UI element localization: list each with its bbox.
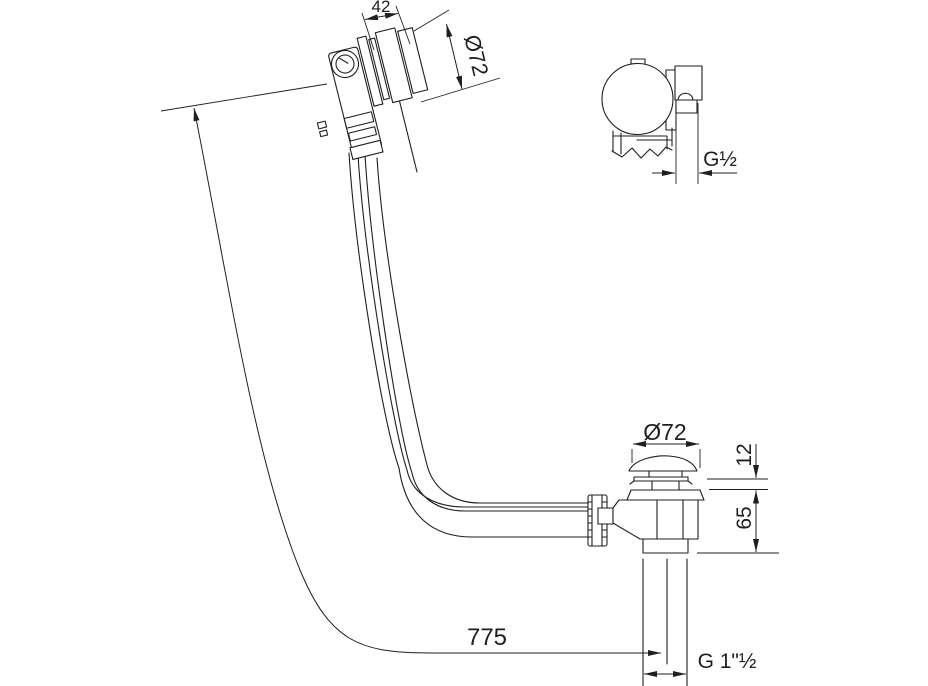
dimension-plug-diameter: Ø72: [631, 419, 701, 468]
waste-outlet-block: [642, 538, 689, 554]
drain-body: [587, 455, 705, 686]
mount-tab: [316, 120, 328, 130]
plug-cap: [628, 455, 698, 472]
dim-label-waste-height: 65: [733, 506, 756, 529]
dim-label-head-diameter: Ø72: [459, 32, 493, 78]
outlet-neck: [675, 99, 698, 114]
head-flange: [374, 27, 413, 104]
dim-label-overflow-thread: G½: [703, 148, 737, 171]
cable-collar: [343, 111, 375, 129]
extension-line: [361, 12, 375, 51]
extension-line: [420, 77, 501, 103]
dimension-cable-length: 775: [160, 83, 661, 656]
overflow-head-top-view: G½: [601, 58, 737, 184]
outlet-elbow: [674, 65, 703, 101]
cable-collar: [347, 126, 378, 142]
extension-line: [395, 5, 411, 45]
head-plate: [368, 37, 391, 101]
plug-washer: [633, 476, 689, 482]
extension-line: [160, 83, 328, 112]
dimension-plug-lift: 12: [707, 443, 768, 490]
dim-label-head-width: 42: [372, 0, 391, 16]
dimension-line: [364, 12, 399, 21]
waste-flange: [626, 489, 705, 501]
dimension-waste-height: 65: [697, 490, 779, 554]
head-eyelet-inner: [335, 54, 355, 74]
dimension-waste-thread: G 1"½: [644, 650, 757, 677]
head-plate: [356, 35, 384, 107]
dim-label-plug-diameter: Ø72: [643, 419, 686, 445]
cable-coupling: [349, 139, 384, 161]
tailpipe: [642, 558, 688, 686]
dim-label-plug-lift: 12: [733, 443, 756, 466]
plug-stem: [648, 470, 683, 478]
dim-label-cable-length: 775: [467, 624, 507, 651]
break-line: [611, 146, 673, 159]
dimension-line: [193, 107, 661, 656]
extension-line: [413, 9, 450, 32]
overflow-rosette: [601, 62, 674, 136]
dim-label-waste-thread: G 1"½: [698, 650, 757, 673]
overflow-head-side-view: [316, 27, 429, 161]
dimension-head-width: 42: [361, 0, 411, 51]
waste-housing: [612, 499, 699, 540]
dimension-overflow-thread: G½: [652, 103, 737, 184]
outlet-arc: [677, 92, 694, 101]
bowden-cable: [348, 94, 599, 538]
mount-tab: [319, 129, 329, 138]
dimension-line: [446, 23, 463, 90]
cable-connector: [597, 507, 614, 525]
head-bracket-edge: [397, 94, 418, 173]
